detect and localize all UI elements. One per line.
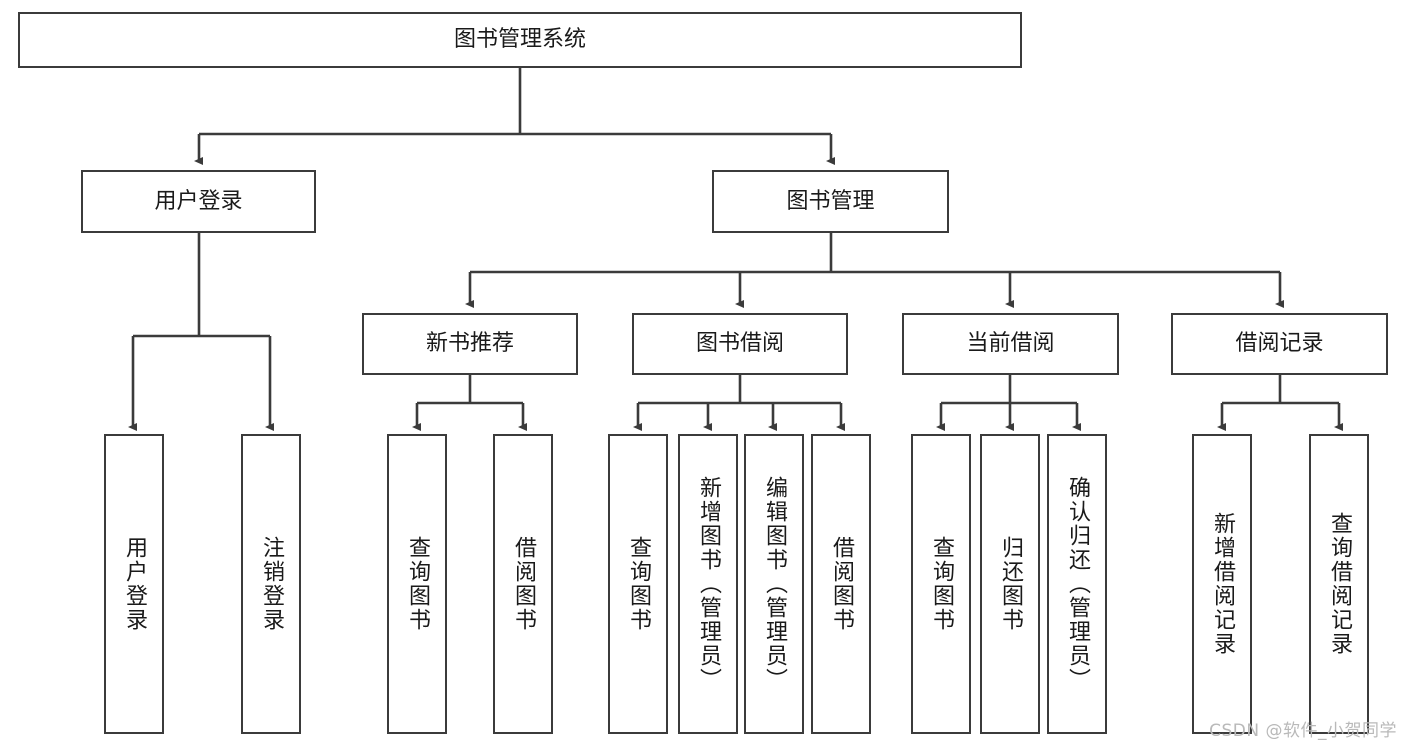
node-leaf-borrow-book-1[interactable]: 借阅图书 [493,434,553,734]
node-leaf-borrow-book-1-label: 借阅图书 [511,536,536,632]
node-borrow-record-label: 借阅记录 [1235,331,1324,357]
node-leaf-return-book[interactable]: 归还图书 [980,434,1040,734]
node-leaf-query-book-1-label: 查询图书 [405,536,430,632]
node-new-book-recommend[interactable]: 新书推荐 [362,313,578,375]
node-leaf-add-record-label: 新增借阅记录 [1210,512,1235,656]
node-current-borrow-label: 当前借阅 [966,331,1055,357]
node-leaf-query-book-3[interactable]: 查询图书 [911,434,971,734]
node-current-borrow[interactable]: 当前借阅 [902,313,1119,375]
node-root[interactable]: 图书管理系统 [18,12,1022,68]
node-user-login-label: 用户登录 [154,188,243,214]
node-leaf-add-book-label: 新增图书（管理员） [696,476,721,692]
node-book-borrow[interactable]: 图书借阅 [632,313,848,375]
node-leaf-confirm-return-label: 确认归还（管理员） [1065,476,1090,692]
node-leaf-query-record[interactable]: 查询借阅记录 [1309,434,1369,734]
node-leaf-edit-book[interactable]: 编辑图书（管理员） [744,434,804,734]
node-leaf-query-book-3-label: 查询图书 [929,536,954,632]
node-root-label: 图书管理系统 [453,27,586,53]
node-leaf-add-record[interactable]: 新增借阅记录 [1192,434,1252,734]
node-leaf-user-logout-label: 注销登录 [259,536,284,632]
node-leaf-query-record-label: 查询借阅记录 [1327,512,1352,656]
node-leaf-confirm-return[interactable]: 确认归还（管理员） [1047,434,1107,734]
node-user-login[interactable]: 用户登录 [81,170,316,233]
node-book-borrow-label: 图书借阅 [695,331,784,357]
watermark-text: CSDN @软件_小贺同学 [1209,721,1397,741]
node-leaf-borrow-book-2[interactable]: 借阅图书 [811,434,871,734]
node-book-manage-label: 图书管理 [786,188,875,214]
node-new-book-recommend-label: 新书推荐 [425,331,514,357]
node-leaf-add-book[interactable]: 新增图书（管理员） [678,434,738,734]
node-leaf-borrow-book-2-label: 借阅图书 [829,536,854,632]
node-leaf-return-book-label: 归还图书 [998,536,1023,632]
node-borrow-record[interactable]: 借阅记录 [1171,313,1388,375]
node-leaf-query-book-1[interactable]: 查询图书 [387,434,447,734]
node-leaf-edit-book-label: 编辑图书（管理员） [762,476,787,692]
node-leaf-user-logout[interactable]: 注销登录 [241,434,301,734]
node-leaf-user-login[interactable]: 用户登录 [104,434,164,734]
node-leaf-query-book-2-label: 查询图书 [626,536,651,632]
node-book-manage[interactable]: 图书管理 [712,170,949,233]
node-leaf-user-login-label: 用户登录 [122,536,147,632]
node-leaf-query-book-2[interactable]: 查询图书 [608,434,668,734]
